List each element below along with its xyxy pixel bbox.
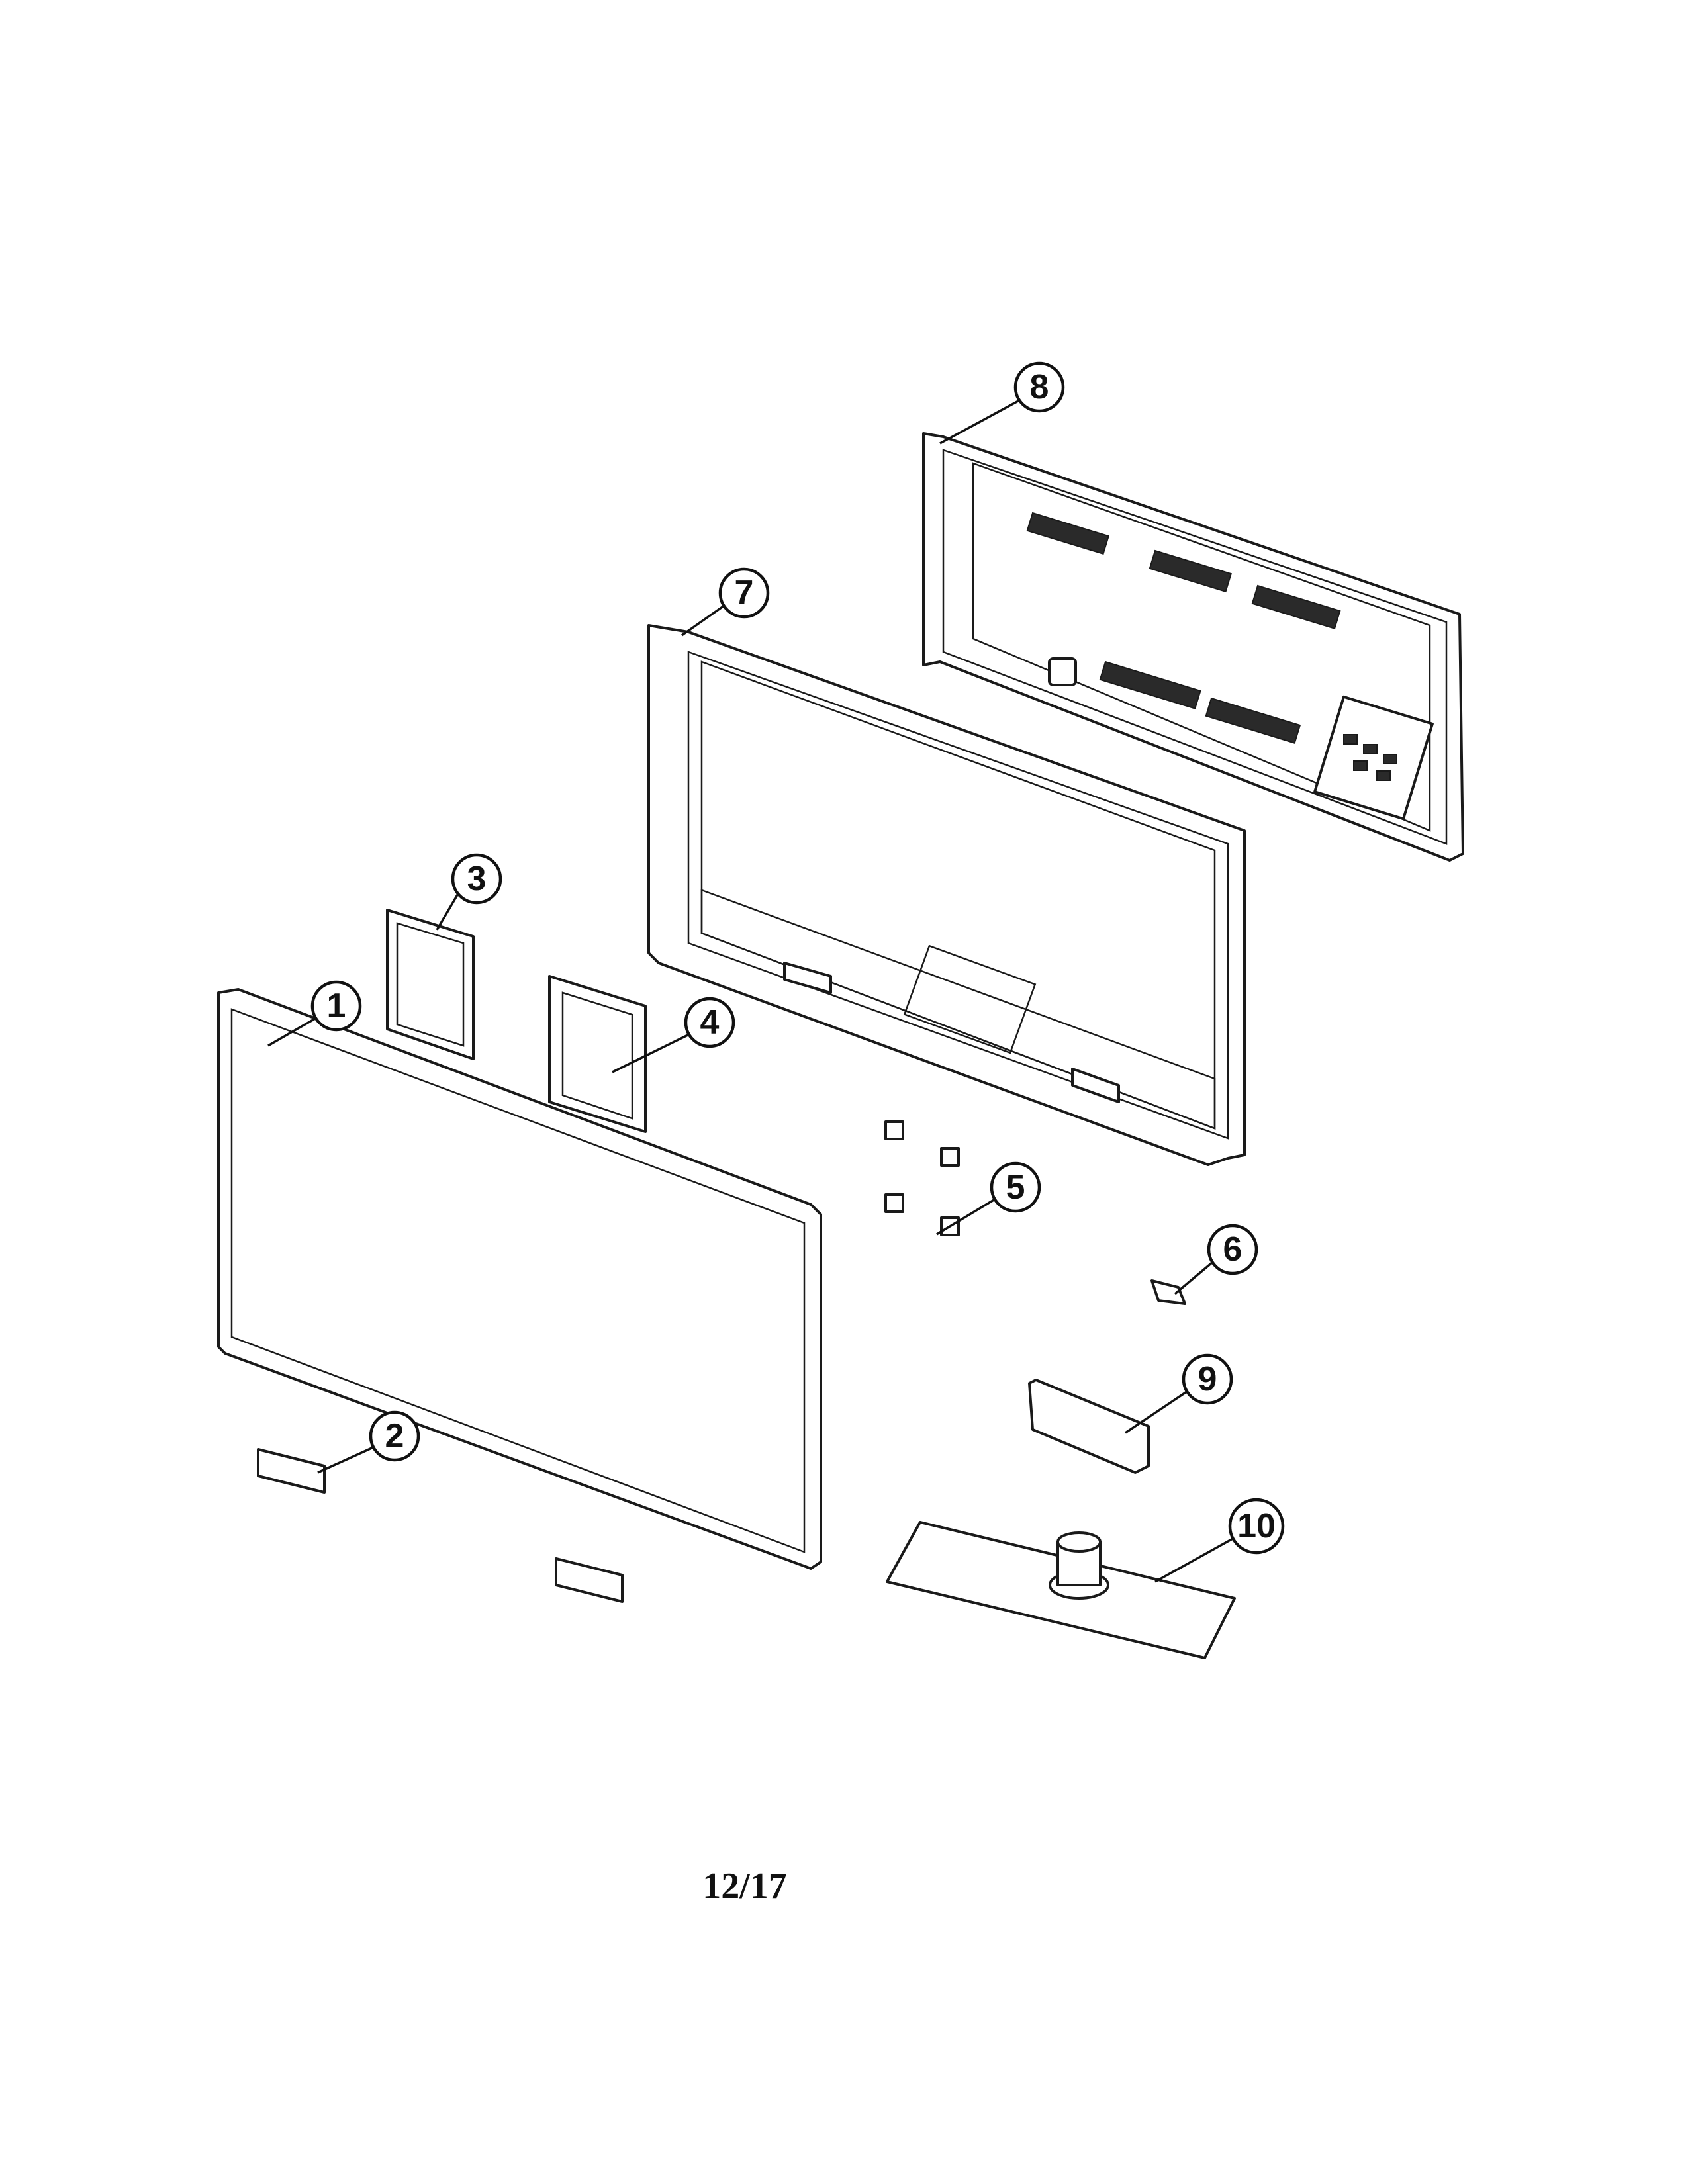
svg-text:7: 7	[735, 574, 754, 612]
callout-6: 6	[1207, 1224, 1258, 1275]
svg-text:5: 5	[1006, 1168, 1025, 1206]
callout-4: 4	[684, 997, 735, 1048]
callout-9: 9	[1182, 1353, 1233, 1405]
part-speaker-right	[555, 1557, 624, 1603]
callout-10: 10	[1228, 1498, 1285, 1555]
part-clips	[884, 1120, 960, 1236]
svg-text:3: 3	[467, 860, 487, 898]
svg-text:10: 10	[1237, 1507, 1276, 1545]
svg-text:6: 6	[1223, 1230, 1243, 1269]
svg-text:2: 2	[385, 1417, 404, 1455]
part-board-3	[386, 909, 475, 1060]
part-speaker-left	[257, 1448, 326, 1494]
part-stand-base	[886, 1521, 1236, 1659]
callout-2: 2	[369, 1410, 420, 1462]
callout-5: 5	[990, 1161, 1041, 1213]
callout-3: 3	[451, 853, 502, 905]
part-middle-frame	[647, 624, 1246, 1166]
part-rear-cover	[922, 432, 1464, 862]
callout-1: 1	[310, 980, 362, 1032]
callout-7: 7	[718, 567, 770, 619]
svg-text:8: 8	[1030, 368, 1049, 406]
callout-8: 8	[1013, 361, 1065, 413]
leader-lines	[267, 399, 1235, 1583]
part-stand-neck	[1028, 1379, 1150, 1474]
part-board-4	[548, 975, 647, 1133]
page-number: 12/17	[702, 1866, 787, 1907]
svg-text:9: 9	[1198, 1360, 1217, 1398]
svg-text:4: 4	[700, 1003, 720, 1042]
part-small-cover	[1150, 1279, 1186, 1305]
svg-text:1: 1	[327, 987, 346, 1025]
part-lcd-panel	[217, 988, 822, 1570]
